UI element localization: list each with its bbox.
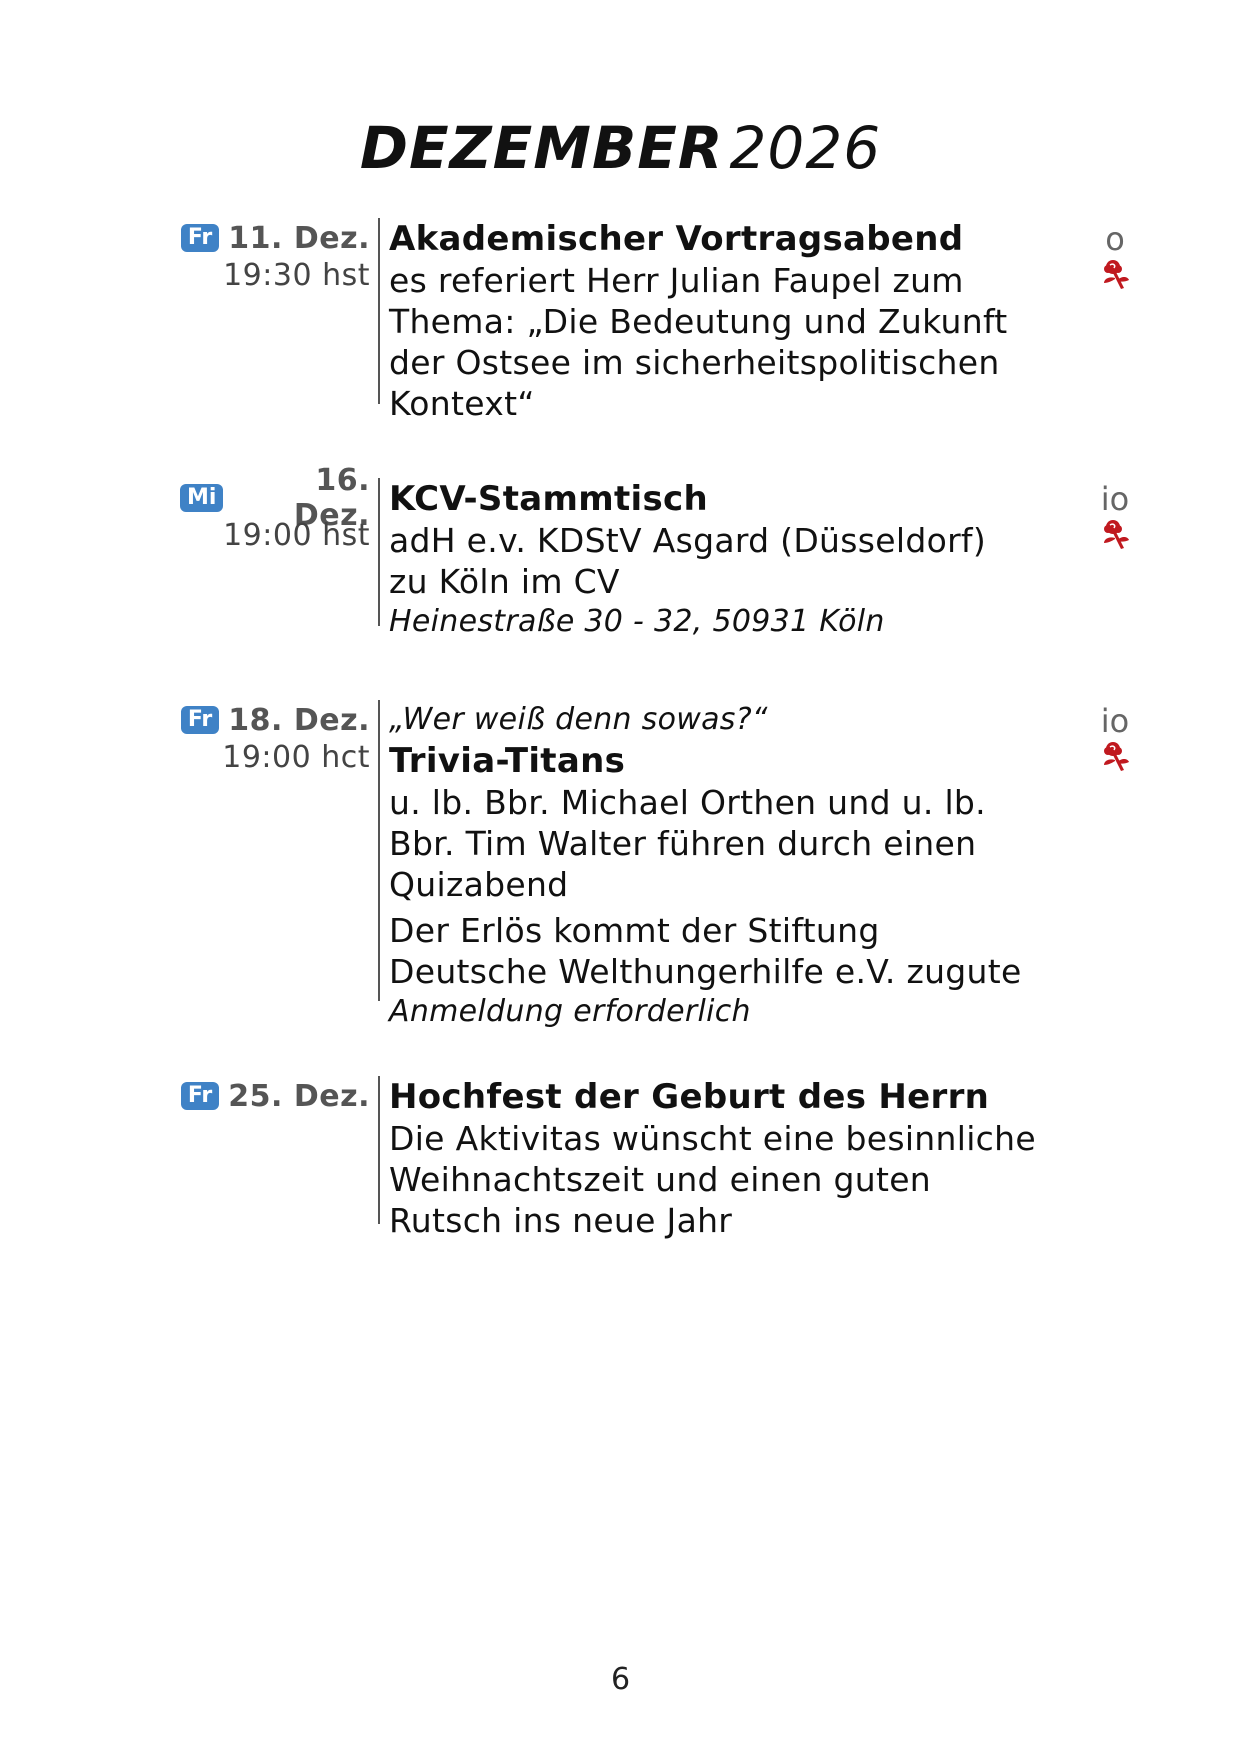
event-content: Hochfest der Geburt des Herrn Die Aktivi…	[389, 1076, 1069, 1241]
event-subtitle: „Wer weiß denn sowas?“	[389, 702, 768, 737]
event-date-block: Fr 25. Dez.	[180, 1076, 370, 1116]
event-description-line: Weihnachtszeit und einen guten	[389, 1160, 932, 1199]
event-description-line: u. lb. Bbr. Michael Orthen und u. lb.	[389, 783, 986, 822]
event-extra-line: Deutsche Welthungerhilfe e.V. zugute	[389, 952, 1022, 991]
event-code: io	[1100, 480, 1130, 518]
weekday-badge: Fr	[180, 224, 220, 252]
event-title: Hochfest der Geburt des Herrn	[389, 1077, 990, 1117]
event-divider	[378, 700, 380, 1001]
event-note: Anmeldung erforderlich	[389, 994, 751, 1029]
event-divider	[378, 1076, 380, 1224]
event-date: 18. Dez.	[228, 702, 370, 738]
rose-icon	[1104, 742, 1129, 771]
year-label: 2026	[729, 114, 882, 182]
weekday-badge: Fr	[180, 1082, 220, 1110]
event-date: 11. Dez.	[228, 220, 370, 256]
event-description-line: Bbr. Tim Walter führen durch einen	[389, 824, 977, 863]
event-description-line: adH e.v. KDStV Asgard (Düsseldorf)	[389, 521, 987, 560]
event-date: 16. Dez.	[293, 463, 370, 533]
event-description-line: es referiert Herr Julian Faupel zum	[389, 261, 964, 300]
event-content: „Wer weiß denn sowas?“ Trivia-Titans u. …	[389, 700, 1069, 1032]
event-description-line: Rutsch ins neue Jahr	[389, 1201, 733, 1240]
event-time: 19:00 hst	[223, 518, 370, 553]
event-meta: io	[1080, 702, 1150, 774]
event-date-block: Fr 18. Dez. 19:00 hct	[180, 700, 370, 776]
event-divider	[378, 478, 380, 626]
month-label: DEZEMBER	[359, 114, 724, 182]
event-description-line: Kontext“	[389, 384, 535, 423]
event-date: 25. Dez.	[228, 1078, 370, 1114]
event-description-line: Thema: „Die Bedeutung und Zukunft	[389, 302, 1008, 341]
event-content: Akademischer Vortragsabend es referiert …	[389, 218, 1069, 424]
event-content: KCV-Stammtisch adH e.v. KDStV Asgard (Dü…	[389, 478, 1069, 642]
event-title: Trivia-Titans	[389, 741, 626, 781]
event-code: io	[1100, 702, 1130, 740]
event-code: o	[1105, 220, 1125, 258]
weekday-badge: Fr	[180, 706, 220, 734]
event-date-block: Fr 11. Dez. 19:30 hst	[180, 218, 370, 294]
event-title: Akademischer Vortragsabend	[389, 219, 964, 259]
event-time: 19:30 hst	[223, 258, 370, 293]
weekday-badge: Mi	[180, 484, 223, 512]
event-description-line: der Ostsee im sicherheitspolitischen	[389, 343, 1000, 382]
event-meta: io	[1080, 480, 1150, 552]
event-location: Heinestraße 30 - 32, 50931 Köln	[389, 604, 885, 639]
event-meta: o	[1080, 220, 1150, 292]
event-description-line: Quizabend	[389, 865, 569, 904]
rose-icon	[1104, 520, 1129, 549]
event-date-block: Mi 16. Dez. 19:00 hst	[180, 463, 370, 554]
event-extra-line: Der Erlös kommt der Stiftung	[389, 911, 880, 950]
page-number: 6	[610, 1662, 631, 1697]
event-time: 19:00 hct	[222, 740, 370, 775]
rose-icon	[1104, 260, 1129, 289]
event-divider	[378, 218, 380, 404]
event-description-line: zu Köln im CV	[389, 562, 620, 601]
event-description-line: Die Aktivitas wünscht eine besinnliche	[389, 1119, 1036, 1158]
event-title: KCV-Stammtisch	[389, 479, 708, 519]
